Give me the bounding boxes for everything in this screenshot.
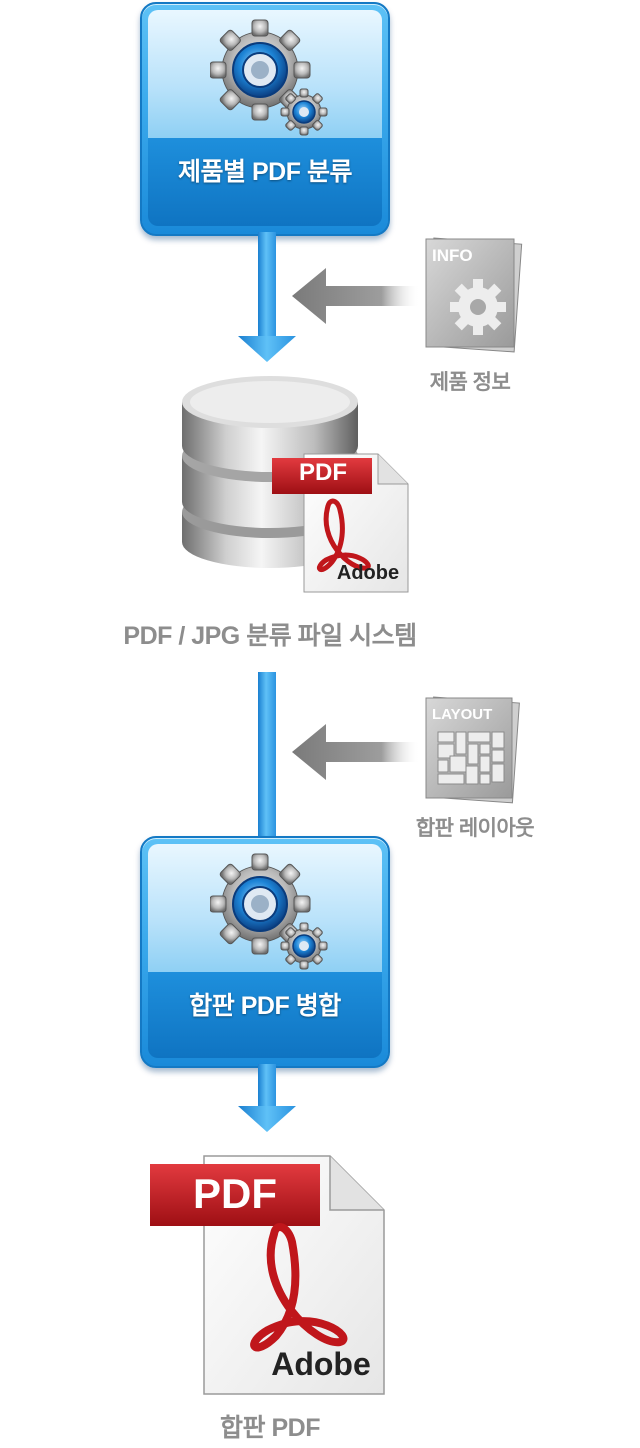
small-pdf-document-icon bbox=[272, 453, 409, 593]
connector-bar-2 bbox=[258, 672, 276, 836]
large-pdf-badge: PDF bbox=[193, 1170, 277, 1217]
left-arrow-icon bbox=[292, 268, 420, 324]
info-doc-tag: INFO bbox=[432, 246, 473, 265]
info-document-icon bbox=[425, 237, 523, 353]
connector-bar-1 bbox=[258, 232, 276, 340]
layout-document-icon bbox=[425, 696, 520, 804]
process-box-bottom-panel bbox=[148, 138, 382, 226]
connector-bar-3 bbox=[258, 1064, 276, 1110]
gears-icon bbox=[210, 853, 328, 970]
down-arrow-icon bbox=[238, 336, 296, 362]
process-box-merge: 합판 PDF 병합 bbox=[140, 836, 390, 1068]
large-pdf-document-icon bbox=[150, 1155, 385, 1395]
info-doc-caption: 제품 정보 bbox=[429, 371, 511, 394]
layout-doc-caption: 합판 레이아웃 bbox=[415, 817, 535, 840]
database-caption: PDF / JPG 분류 파일 시스템 bbox=[123, 622, 417, 650]
process-box-classify: 제품별 PDF 분류 bbox=[140, 2, 390, 236]
down-arrow-icon bbox=[238, 1106, 296, 1132]
process-label-merge: 합판 PDF 병합 bbox=[189, 992, 341, 1020]
small-pdf-badge: PDF bbox=[299, 459, 347, 486]
process-box-bottom-panel bbox=[148, 972, 382, 1058]
small-pdf-brand: Adobe bbox=[336, 562, 400, 584]
layout-doc-tag: LAYOUT bbox=[432, 706, 493, 723]
left-arrow-icon bbox=[292, 724, 420, 780]
process-label-classify: 제품별 PDF 분류 bbox=[178, 158, 352, 186]
gears-icon bbox=[210, 19, 328, 136]
output-pdf-caption: 합판 PDF bbox=[220, 1414, 320, 1442]
large-pdf-brand: Adobe bbox=[271, 1346, 371, 1382]
